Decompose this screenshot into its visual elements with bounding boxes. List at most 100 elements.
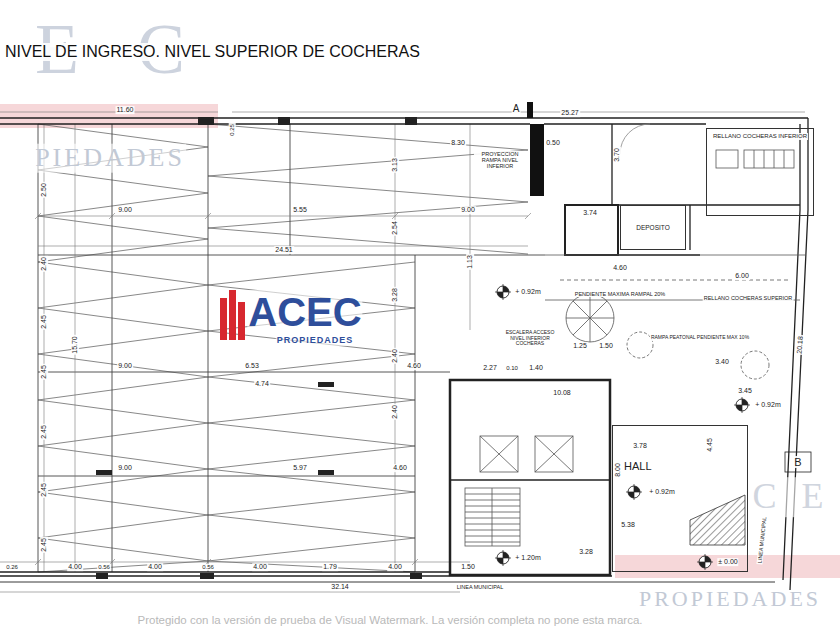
property-line bbox=[0, 582, 775, 583]
dimension-label: 8.30 bbox=[450, 139, 466, 147]
columns bbox=[96, 117, 422, 579]
dimension-label: 1.50 bbox=[460, 563, 476, 571]
note: RELLANO COCHERAS SUPERIOR bbox=[703, 295, 794, 301]
dimension-label: 9.00 bbox=[460, 206, 476, 214]
column bbox=[278, 117, 290, 125]
elevation-marker bbox=[495, 284, 511, 300]
property-line-label: LINEA MUNICIPAL bbox=[456, 584, 505, 590]
dimension-lines bbox=[0, 112, 805, 592]
column bbox=[96, 573, 108, 579]
logo-text: ACEC bbox=[247, 290, 362, 334]
dimension-label: 4.00 bbox=[67, 563, 83, 571]
note: ESCALERA ACCESO NIVEL INFERIOR COCHERAS bbox=[502, 330, 559, 347]
dimension-label: 3.74 bbox=[582, 209, 598, 217]
dimension-label: 4.74 bbox=[254, 380, 270, 388]
dimension-label: 3.40 bbox=[714, 358, 730, 366]
dimension-label: 9.00 bbox=[117, 362, 133, 370]
dimension-label: 2.54 bbox=[391, 220, 399, 236]
dimension-label: 3.70 bbox=[613, 147, 621, 163]
elevation-label: + 0.92m bbox=[648, 488, 676, 496]
dimension-label: 3.28 bbox=[391, 287, 399, 303]
core-wall bbox=[450, 380, 610, 575]
dimension-label: 4.00 bbox=[147, 563, 163, 571]
column bbox=[198, 117, 214, 125]
elevation-label: + 0.92m bbox=[754, 401, 782, 409]
dimension-label: 32.14 bbox=[330, 583, 350, 591]
elevation-markers bbox=[495, 284, 750, 570]
ramp-edge bbox=[545, 255, 805, 300]
dimension-label: 4.60 bbox=[406, 362, 422, 370]
dimension-label: 0.25 bbox=[229, 123, 236, 137]
dimension-label: 9.00 bbox=[117, 464, 133, 472]
elevation-label: + 0.92m bbox=[514, 288, 542, 296]
elevation-marker bbox=[734, 397, 750, 413]
dimension-label: 10.08 bbox=[552, 389, 572, 397]
wall bbox=[565, 124, 800, 255]
landing-room: RELLANO COCHERAS INFERIOR bbox=[706, 128, 814, 216]
wall bbox=[783, 118, 808, 590]
elevator bbox=[480, 436, 518, 472]
stair-symbol bbox=[744, 150, 794, 168]
dimension-label: 2.40 bbox=[391, 404, 399, 420]
stall-lines bbox=[38, 124, 545, 572]
dimension-label: 2.27 bbox=[482, 364, 498, 372]
stall-zigzag bbox=[208, 124, 528, 254]
dimension-label: 6.00 bbox=[734, 272, 750, 280]
watermark-band bbox=[615, 555, 840, 578]
structural-wall bbox=[530, 124, 544, 196]
dimension-label: 1.13 bbox=[466, 254, 474, 270]
wall bbox=[450, 479, 610, 480]
elevator-cross bbox=[480, 436, 518, 472]
dimension-label: 0.26 bbox=[5, 564, 19, 571]
dimension-label: 1.50 bbox=[598, 342, 614, 350]
section-marker bbox=[527, 102, 533, 118]
elevator bbox=[535, 436, 573, 472]
dimension-label: 4.00 bbox=[387, 563, 403, 571]
elevation-label: + 1.20m bbox=[514, 554, 542, 562]
plan-title: NIVEL DE INGRESO. NIVEL SUPERIOR DE COCH… bbox=[4, 43, 421, 61]
column bbox=[200, 573, 214, 579]
ramp-axis bbox=[560, 280, 790, 281]
dimension-label: 3.28 bbox=[578, 548, 594, 556]
watermark: C E bbox=[751, 477, 832, 517]
note: PENDIENTE MAXIMA RAMPAL 20% bbox=[574, 291, 666, 297]
dimension-label: 11.60 bbox=[116, 106, 135, 114]
dimension-label: 1.25 bbox=[572, 342, 588, 350]
watermark: PROPIEDADES bbox=[638, 587, 822, 611]
logo-bar bbox=[229, 290, 236, 340]
elevator-cross bbox=[535, 436, 573, 472]
stair-symbol bbox=[716, 150, 738, 168]
room-name: RELLANO COCHERAS INFERIOR bbox=[712, 133, 808, 140]
dimension-label: 0.10 bbox=[505, 365, 519, 372]
logo-subtitle: PROPIEDADES bbox=[276, 336, 355, 346]
wall bbox=[0, 118, 808, 124]
dimension-label: 2.45 bbox=[40, 537, 48, 553]
turning-circle bbox=[741, 351, 769, 379]
stall-zigzag bbox=[38, 124, 208, 572]
dimension-label: 3.45 bbox=[737, 387, 753, 395]
dimension-label: 20.18 bbox=[795, 335, 804, 355]
dimension-label: 0.56 bbox=[201, 564, 215, 571]
room-name: DEPOSITO bbox=[635, 224, 670, 231]
section-letter: A bbox=[512, 103, 521, 114]
logo-bar bbox=[220, 298, 227, 340]
spiral-stair bbox=[566, 294, 614, 342]
column bbox=[410, 573, 422, 579]
spiral-stair-treads bbox=[566, 294, 614, 342]
dimension-label: 4.60 bbox=[392, 464, 408, 472]
dimension-label: 5.38 bbox=[620, 521, 636, 529]
dimension-label: 4.45 bbox=[706, 437, 714, 453]
dimension-label: 3.78 bbox=[632, 442, 648, 450]
stall-zigzag bbox=[208, 262, 415, 572]
dimension-label: 1.79 bbox=[322, 563, 338, 571]
dimension-label: 1.40 bbox=[528, 364, 544, 372]
section-marker bbox=[785, 452, 811, 472]
logo-bar bbox=[238, 302, 245, 340]
dimension-label: 2.45 bbox=[40, 364, 48, 380]
dimension-label: 2.40 bbox=[391, 348, 399, 364]
column bbox=[318, 382, 334, 387]
note: PROYECCION RAMPA NIVEL INFERIOR bbox=[474, 151, 526, 169]
elevation-marker bbox=[495, 550, 511, 566]
stair-treads bbox=[465, 488, 520, 546]
